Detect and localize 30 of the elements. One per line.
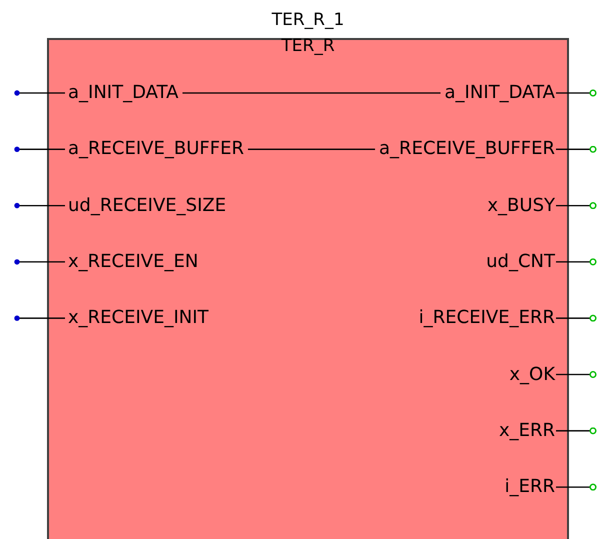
instance-name: TER_R_1 — [270, 10, 346, 30]
output-pin-label: a_INIT_DATA — [444, 82, 555, 104]
output-pin-label: ud_CNT — [486, 250, 555, 273]
pin-connector — [556, 371, 596, 378]
output-pin-label: x_BUSY — [487, 194, 555, 217]
pin-connector — [556, 90, 596, 96]
output-pin-label: x_OK — [509, 364, 555, 386]
pin-connector — [14, 316, 65, 321]
connection-line — [182, 92, 441, 94]
output-pin-label: a_RECEIVE_BUFFER — [379, 138, 555, 160]
pin-connector — [556, 202, 596, 210]
pin-connector — [556, 258, 596, 266]
pin-connector — [556, 146, 596, 153]
input-pin-label: a_INIT_DATA — [68, 82, 178, 104]
input-pin-label: a_RECEIVE_BUFFER — [68, 138, 244, 160]
pin-connector — [556, 484, 596, 491]
block-type: TER_R — [280, 36, 336, 56]
pin-connector — [14, 90, 65, 96]
connection-line — [248, 148, 376, 150]
pin-connector — [556, 314, 596, 322]
output-pin-label: i_ERR — [504, 476, 555, 498]
pin-connector — [14, 259, 65, 265]
output-pin-label: i_RECEIVE_ERR — [418, 307, 555, 330]
input-pin-label: ud_RECEIVE_SIZE — [68, 194, 226, 217]
pin-connector — [556, 427, 596, 434]
pin-connector — [14, 202, 65, 208]
input-pin-label: x_RECEIVE_INIT — [68, 307, 209, 330]
input-pin-label: x_RECEIVE_EN — [68, 250, 198, 273]
output-pin-label: x_ERR — [498, 420, 555, 442]
pin-connector — [14, 146, 65, 152]
